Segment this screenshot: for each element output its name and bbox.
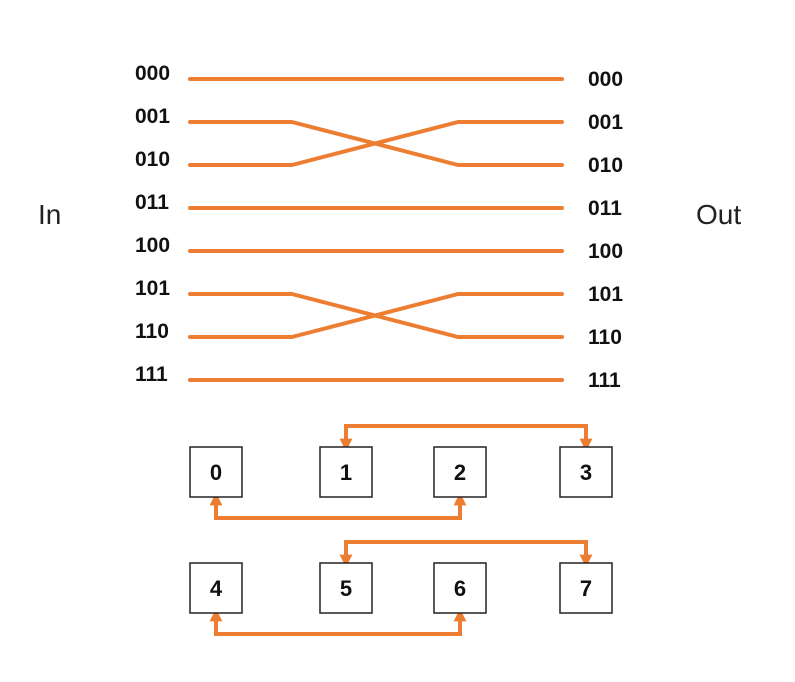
input-label-010: 010 xyxy=(135,148,170,171)
node-1-label: 1 xyxy=(340,460,352,485)
input-label-111: 111 xyxy=(135,363,168,386)
link-group xyxy=(209,424,593,636)
node-group: 0 1 2 3 4 5 6 7 xyxy=(189,446,613,614)
input-labels: 000 001 010 011 100 101 110 111 xyxy=(135,62,170,386)
node-4-label: 4 xyxy=(210,576,223,601)
node-0-box xyxy=(189,446,243,498)
output-label-100: 100 xyxy=(588,240,623,263)
input-label-001: 001 xyxy=(135,105,170,128)
output-labels: 000 001 010 011 100 101 110 111 xyxy=(588,68,623,392)
in-label: In xyxy=(38,199,61,230)
output-label-110: 110 xyxy=(588,326,622,349)
link-0-2 xyxy=(209,492,467,520)
node-2-label: 2 xyxy=(454,460,466,485)
node-6-box xyxy=(433,562,487,614)
node-7-label: 7 xyxy=(580,576,592,601)
wire-010 xyxy=(188,120,564,167)
node-7: 7 xyxy=(559,562,613,614)
node-3-box xyxy=(559,446,613,498)
output-label-111: 111 xyxy=(588,369,621,392)
output-label-101: 101 xyxy=(588,283,623,306)
link-1-3 xyxy=(339,424,593,452)
node-5-label: 5 xyxy=(340,576,352,601)
node-7-box xyxy=(559,562,613,614)
node-4: 4 xyxy=(189,562,243,614)
input-label-011: 011 xyxy=(135,191,169,214)
wire-group xyxy=(188,77,564,382)
node-4-box xyxy=(189,562,243,614)
node-1-box xyxy=(319,446,373,498)
node-6-label: 6 xyxy=(454,576,466,601)
out-label: Out xyxy=(696,199,741,230)
node-0-label: 0 xyxy=(210,460,222,485)
node-0: 0 xyxy=(189,446,243,498)
node-5: 5 xyxy=(319,562,373,614)
node-3-label: 3 xyxy=(580,460,592,485)
input-label-110: 110 xyxy=(135,320,169,343)
output-label-010: 010 xyxy=(588,154,623,177)
node-3: 3 xyxy=(559,446,613,498)
node-1: 1 xyxy=(319,446,373,498)
input-label-101: 101 xyxy=(135,277,170,300)
link-4-6 xyxy=(209,608,467,636)
node-2-box xyxy=(433,446,487,498)
input-label-100: 100 xyxy=(135,234,170,257)
output-label-000: 000 xyxy=(588,68,623,91)
link-5-7 xyxy=(339,540,593,568)
node-2: 2 xyxy=(433,446,487,498)
output-label-011: 011 xyxy=(588,197,622,220)
input-label-000: 000 xyxy=(135,62,170,85)
output-label-001: 001 xyxy=(588,111,623,134)
wire-110 xyxy=(188,292,564,339)
node-5-box xyxy=(319,562,373,614)
node-6: 6 xyxy=(433,562,487,614)
